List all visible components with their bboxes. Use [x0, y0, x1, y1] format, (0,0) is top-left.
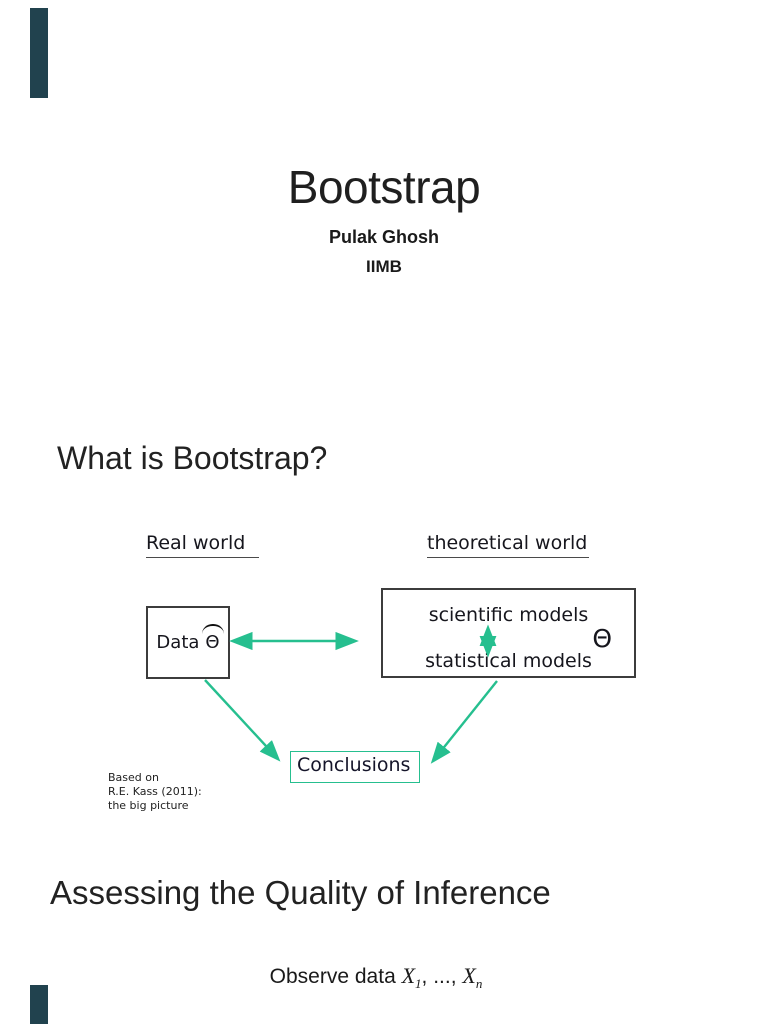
observe-separator: , ...,	[421, 965, 463, 988]
kass-credit-text: Based on R.E. Kass (2011): the big pictu…	[108, 771, 202, 813]
real-world-label: Real world	[146, 532, 260, 558]
scientific-models-label: scientific models	[428, 604, 589, 626]
page-edge-accent-bottom	[30, 985, 48, 1024]
models-box: scientific models statistical models Θ	[381, 588, 636, 678]
theoretical-world-label: theoretical world	[427, 532, 590, 558]
section-heading-what-is-bootstrap: What is Bootstrap?	[57, 440, 328, 476]
models-to-conclusions-arrow	[430, 680, 498, 764]
slide-title: Bootstrap	[287, 161, 481, 213]
observe-data-line: Observe data X1, ..., Xn	[0, 963, 752, 992]
conclusions-label: Conclusions	[297, 754, 411, 776]
xn-variable: X	[462, 963, 476, 988]
theta-symbol: Θ	[592, 624, 612, 653]
affiliation: IIMB	[366, 257, 402, 276]
x1-variable: X	[401, 963, 416, 988]
data-box-label: Data	[156, 632, 200, 653]
credit-line: the big picture	[108, 799, 189, 812]
conclusions-box: Conclusions	[290, 751, 420, 783]
x1-subscript: 1	[415, 976, 422, 992]
hat-accent	[202, 624, 224, 634]
author-name: Pulak Ghosh	[328, 227, 440, 247]
page-edge-accent-top	[30, 8, 48, 98]
credit-line: R.E. Kass (2011):	[108, 785, 202, 798]
theta-hat-symbol: Θ	[202, 624, 224, 653]
data-to-conclusions-arrow	[204, 679, 281, 762]
section-heading-assessing-quality: Assessing the Quality of Inference	[50, 874, 551, 911]
statistical-models-label: statistical models	[425, 650, 592, 672]
observe-prefix: Observe data	[269, 965, 402, 988]
credit-line: Based on	[108, 771, 159, 784]
xn-subscript: n	[475, 976, 483, 992]
